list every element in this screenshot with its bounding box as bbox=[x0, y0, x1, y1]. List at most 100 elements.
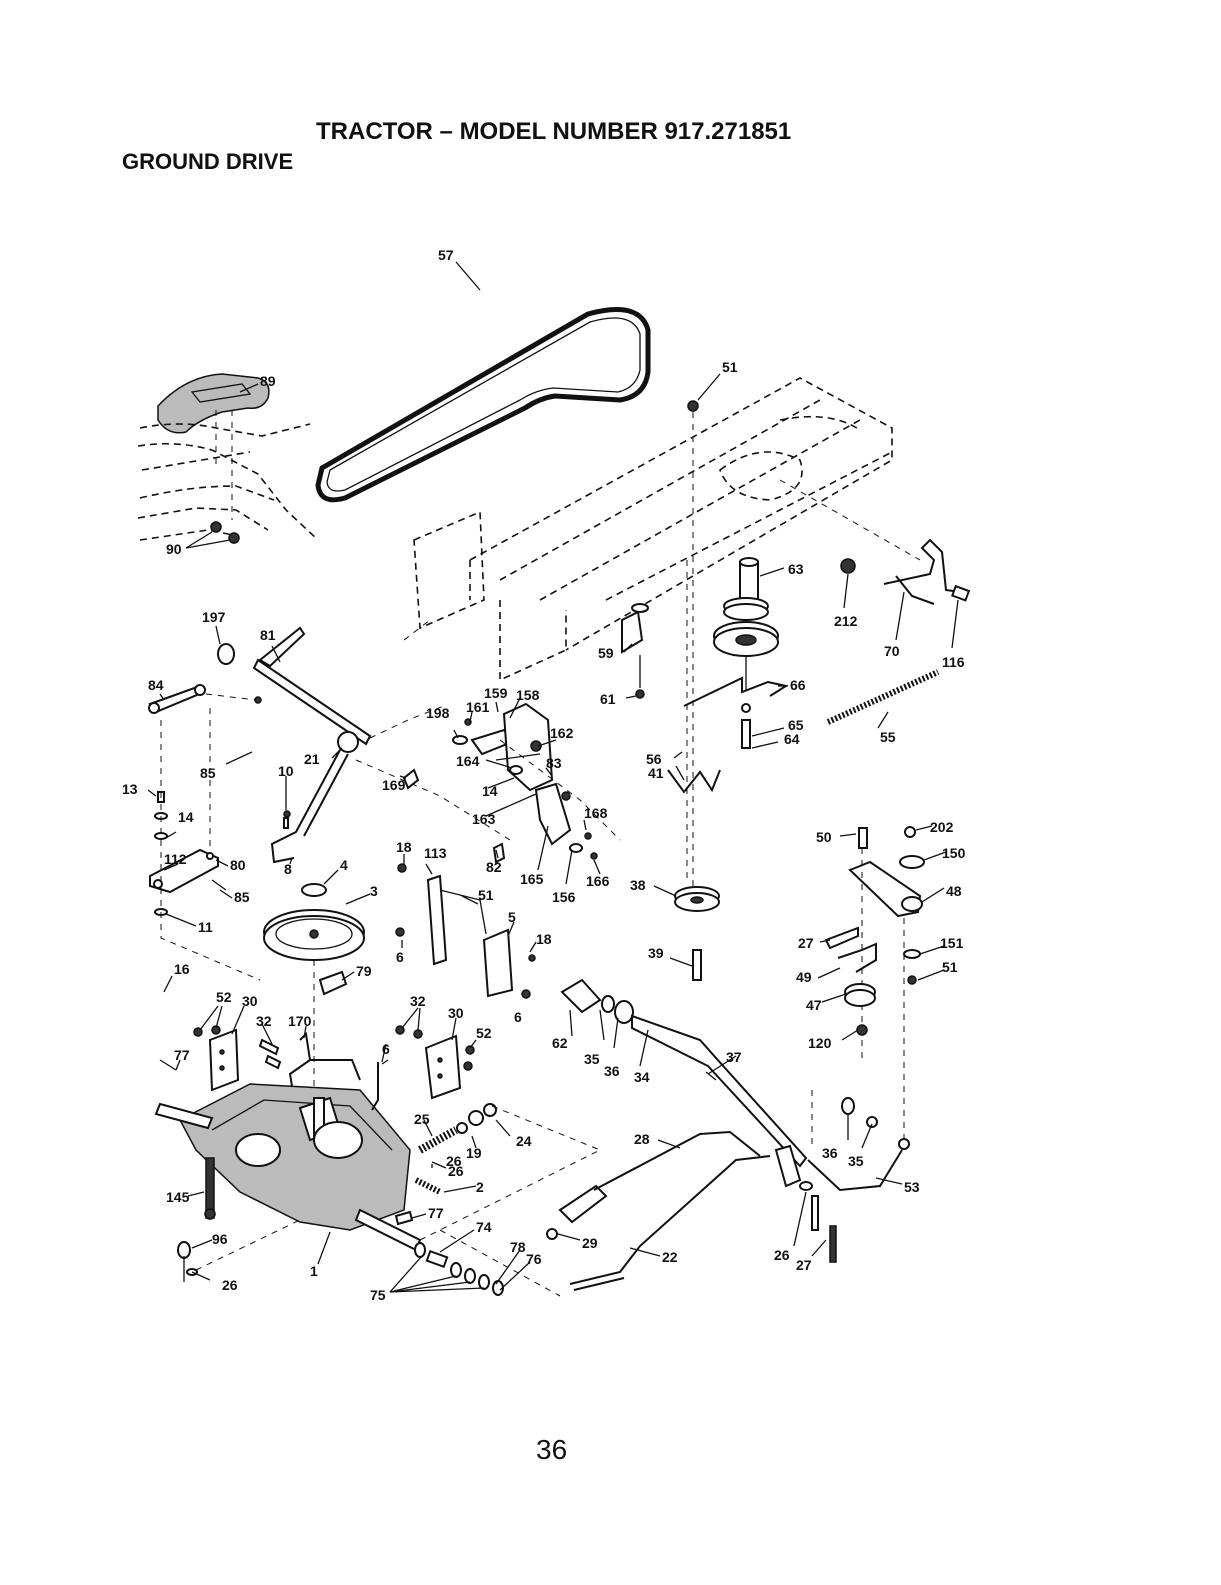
idler-arm-group bbox=[824, 826, 925, 1140]
idler-bracket bbox=[621, 603, 649, 699]
callout: 151 bbox=[940, 935, 964, 951]
callout: 18 bbox=[396, 839, 412, 855]
callout: 77 bbox=[174, 1047, 190, 1063]
callout: 13 bbox=[122, 781, 138, 797]
callout: 85 bbox=[200, 765, 216, 781]
callout: 166 bbox=[586, 873, 610, 889]
callout: 65 bbox=[788, 717, 804, 733]
pulley-stack bbox=[713, 557, 779, 749]
callout: 21 bbox=[304, 751, 320, 767]
tension-spring bbox=[826, 669, 940, 725]
callout: 81 bbox=[260, 627, 276, 643]
center-shaft-line bbox=[686, 400, 699, 900]
callout: 5 bbox=[508, 909, 516, 925]
callout: 11 bbox=[198, 919, 213, 935]
callout: 26 bbox=[774, 1247, 790, 1263]
callout: 52 bbox=[216, 989, 232, 1005]
callout: 116 bbox=[942, 654, 965, 670]
callout: 41 bbox=[648, 765, 664, 781]
callout: 53 bbox=[904, 1179, 920, 1195]
ground-drive-belt bbox=[315, 307, 651, 503]
callout: 26 bbox=[222, 1277, 238, 1293]
callout: 74 bbox=[476, 1219, 492, 1235]
callout: 10 bbox=[278, 763, 294, 779]
callout: 162 bbox=[550, 725, 574, 741]
callout: 165 bbox=[520, 871, 544, 887]
callout: 145 bbox=[166, 1189, 190, 1205]
callout: 61 bbox=[600, 691, 616, 707]
callout: 8 bbox=[284, 861, 292, 877]
callout: 47 bbox=[806, 997, 822, 1013]
callout: 51 bbox=[942, 959, 958, 975]
callout: 79 bbox=[356, 963, 372, 979]
callout: 77 bbox=[428, 1205, 444, 1221]
brake-shaft bbox=[217, 626, 445, 746]
callout: 168 bbox=[584, 805, 608, 821]
transaxle-assembly bbox=[154, 1059, 422, 1282]
callout: 2 bbox=[476, 1179, 484, 1195]
callout: 39 bbox=[648, 945, 664, 961]
callout: 32 bbox=[256, 1013, 272, 1029]
callout: 150 bbox=[942, 845, 966, 861]
callout: 159 bbox=[484, 685, 508, 701]
callout: 163 bbox=[472, 811, 496, 827]
control-rods bbox=[546, 1130, 771, 1291]
callout: 89 bbox=[260, 373, 276, 389]
shift-lever bbox=[270, 731, 511, 864]
callout: 35 bbox=[584, 1051, 600, 1067]
callout: 57 bbox=[438, 247, 454, 263]
callout: 66 bbox=[790, 677, 806, 693]
callout: 32 bbox=[410, 993, 426, 1009]
callout: 76 bbox=[526, 1251, 542, 1267]
axle-hardware bbox=[394, 1210, 561, 1297]
callout: 18 bbox=[536, 931, 552, 947]
clutch-bracket-group bbox=[402, 702, 621, 864]
callout: 29 bbox=[582, 1235, 598, 1251]
callout: 197 bbox=[202, 609, 226, 625]
callout: 51 bbox=[722, 359, 738, 375]
callout: 164 bbox=[456, 753, 480, 769]
cross-shaft-group bbox=[560, 978, 808, 1168]
callout: 6 bbox=[396, 949, 404, 965]
callout: 14 bbox=[482, 783, 498, 799]
callout: 26 bbox=[448, 1163, 464, 1179]
callout: 82 bbox=[486, 859, 502, 875]
brake-rod-group bbox=[840, 538, 971, 605]
callout: 22 bbox=[662, 1249, 678, 1265]
section-title: GROUND DRIVE bbox=[122, 149, 294, 174]
callout: 51 bbox=[478, 887, 494, 903]
callout: 198 bbox=[426, 705, 450, 721]
callout: 16 bbox=[174, 961, 190, 977]
callout: 34 bbox=[634, 1069, 650, 1085]
left-bracket-group bbox=[148, 684, 262, 981]
callout: 156 bbox=[552, 889, 576, 905]
callout: 158 bbox=[516, 687, 540, 703]
callout: 30 bbox=[448, 1005, 464, 1021]
callout: 50 bbox=[816, 829, 832, 845]
callout: 62 bbox=[552, 1035, 568, 1051]
callout: 36 bbox=[822, 1145, 838, 1161]
callout: 14 bbox=[178, 809, 194, 825]
callout: 3 bbox=[370, 883, 378, 899]
callout: 27 bbox=[798, 935, 814, 951]
callout: 169 bbox=[382, 777, 406, 793]
callout: 6 bbox=[382, 1041, 390, 1057]
transaxle-pulley bbox=[263, 883, 365, 1180]
tractor-frame bbox=[403, 377, 921, 682]
page-title: TRACTOR – MODEL NUMBER 917.271851 bbox=[316, 118, 792, 145]
callout: 96 bbox=[212, 1231, 228, 1247]
callout: 84 bbox=[148, 677, 164, 693]
callout: 113 bbox=[424, 845, 447, 861]
callout: 25 bbox=[414, 1111, 430, 1127]
callout: 70 bbox=[884, 643, 900, 659]
callout: 49 bbox=[796, 969, 812, 985]
callout: 36 bbox=[604, 1063, 620, 1079]
callout: 90 bbox=[166, 541, 182, 557]
callout: 52 bbox=[476, 1025, 492, 1041]
callout: 6 bbox=[514, 1009, 522, 1025]
page-number: 36 bbox=[536, 1434, 568, 1465]
lower-idler-group bbox=[667, 769, 721, 981]
callout: 85 bbox=[234, 889, 250, 905]
callout: 4 bbox=[340, 857, 348, 873]
